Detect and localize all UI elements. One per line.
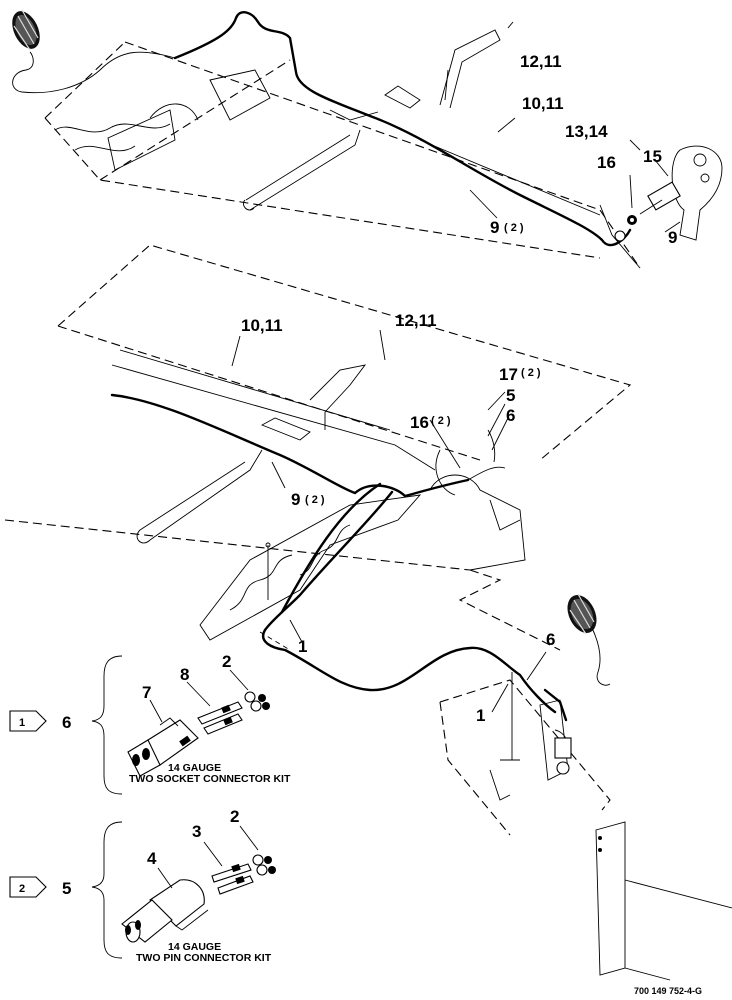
callout-5-mid: 5 [506,386,515,405]
callout-9-2-mid: 9 [291,490,300,509]
kit-number-6: 6 [62,713,71,732]
lower-bracket [439,672,732,981]
kit-pin-part-4: 4 [147,849,157,868]
kit-socket-part-8: 8 [180,665,189,684]
callout-9-2-top-qty: ( 2 ) [504,222,524,234]
pin-connector-body [121,879,209,943]
callout-13-14: 13,14 [565,122,608,141]
callout-1-low: 1 [476,706,485,725]
callout-6-low: 6 [546,630,555,649]
callout-17-2-qty: ( 2 ) [521,367,541,379]
middle-harness-side [467,429,506,481]
kit-flag-2-label: 2 [19,883,25,895]
socket-seals [244,691,270,712]
middle-harness-lead [280,482,382,614]
callout-12-11-top: 12,11 [520,52,562,71]
leader-lines [231,21,681,713]
middle-harness [110,393,470,498]
pin-terminals [211,863,254,895]
kit-flag-1-label: 1 [19,717,25,729]
callout-15: 15 [643,147,662,166]
callout-10-11-top: 10,11 [522,94,564,113]
pin-seals [252,854,276,876]
callout-17-2: 17 [499,365,518,384]
middle-frame [4,244,632,651]
top-connector-parts [614,181,681,242]
callout-9-right: 9 [668,228,677,247]
pin-connector-kit: 2 5 4 3 2 14 GAUGE TWO PIN [9,807,276,964]
callout-16-top: 16 [597,153,616,172]
kit-pin-gauge: 14 GAUGE [168,941,221,953]
callout-12-11-mid: 12,11 [395,311,437,330]
callout-6-mid: 6 [506,406,515,425]
callout-10-11-mid: 10,11 [241,316,283,335]
kit-flag-2 [9,876,47,898]
kit-pin-part-3: 3 [192,822,201,841]
kit-pin-part-2: 2 [230,807,239,826]
callout-1-mid: 1 [298,637,307,656]
kit-number-5: 5 [62,879,71,898]
kit-socket-gauge: 14 GAUGE [168,762,221,774]
callout-9-2-mid-qty: ( 2 ) [305,494,325,506]
socket-connector-kit: 1 6 7 8 2 14 GAUGE TWO SOCK [9,652,291,795]
kit-socket-part-7: 7 [142,683,151,702]
socket-connector-body [127,717,199,777]
socket-terminals [197,701,243,735]
kit-socket-part-2: 2 [222,652,231,671]
callout-9-2-top: 9 [490,218,499,237]
kit-pin-name: TWO PIN CONNECTOR KIT [136,952,272,964]
callout-16-2-qty: ( 2 ) [431,415,451,427]
kit-flag-1 [9,710,47,732]
callout-16-2: 16 [410,413,429,432]
upper-harness-tail [12,51,176,94]
kit-socket-name: TWO SOCKET CONNECTOR KIT [129,773,291,785]
drawing-reference: 700 149 752-4-G [634,986,702,996]
upper-frame [44,29,723,269]
light-icon-lower [567,593,611,686]
light-icon [12,9,40,51]
upper-harness [173,11,632,247]
middle-harness-branch [262,490,557,714]
